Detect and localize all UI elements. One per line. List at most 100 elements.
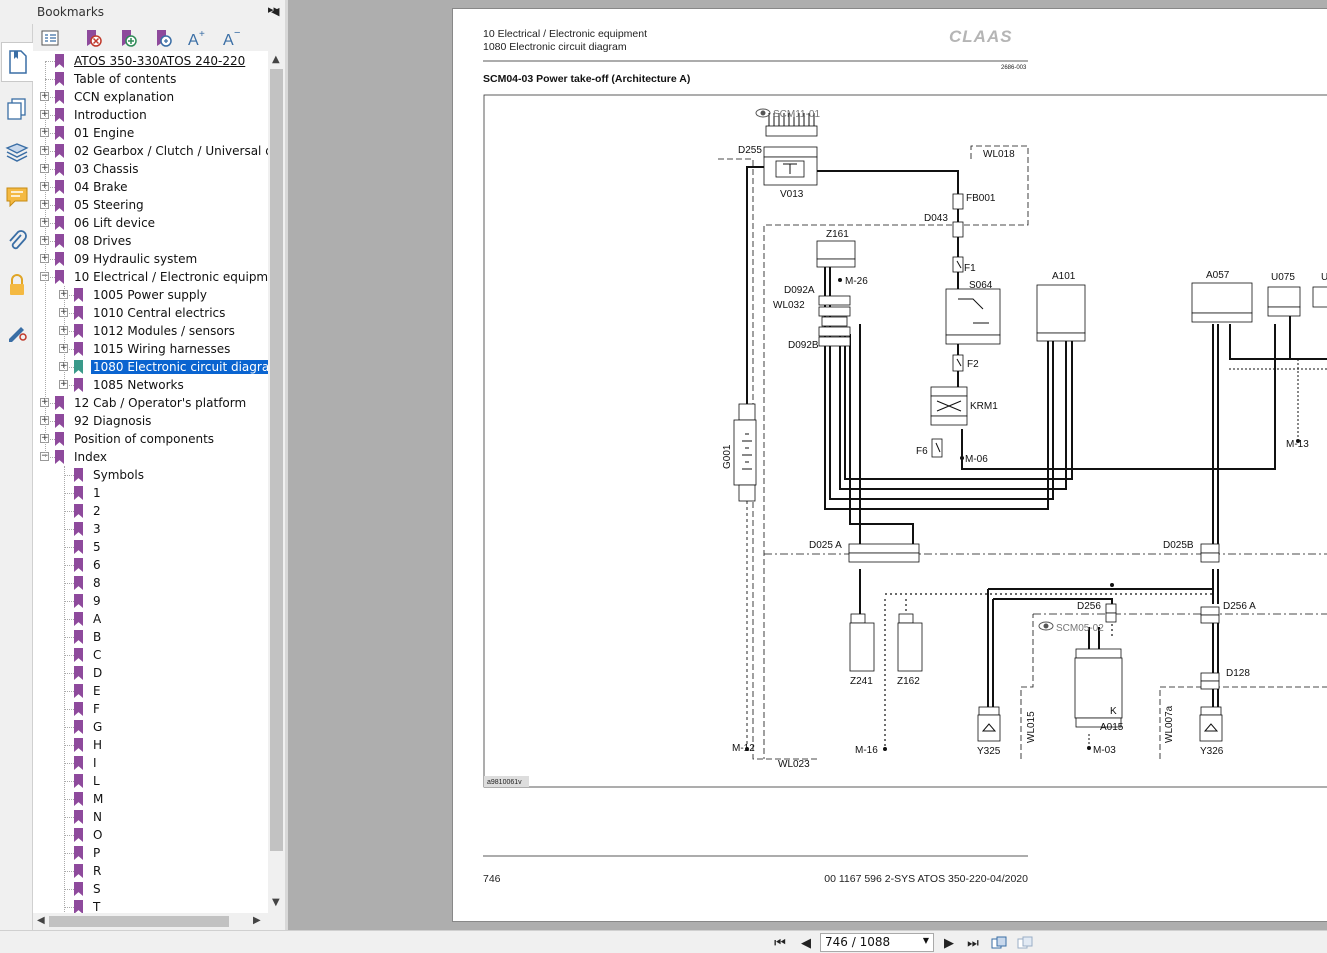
- bookmark-item[interactable]: 06 Lift device: [55, 214, 157, 232]
- bookmark-item[interactable]: M: [74, 790, 105, 808]
- bookmark-item[interactable]: 01 Engine: [55, 124, 136, 142]
- bookmark-item[interactable]: P: [74, 844, 102, 862]
- expand-icon[interactable]: +: [59, 325, 68, 335]
- bookmark-item[interactable]: 92 Diagnosis: [55, 412, 153, 430]
- pages-icon[interactable]: [4, 96, 30, 122]
- bookmark-item[interactable]: Introduction: [55, 106, 149, 124]
- next-page-button[interactable]: ▶: [944, 935, 954, 951]
- bookmark-item[interactable]: 03 Chassis: [55, 160, 141, 178]
- document-viewer[interactable]: 10 Electrical / Electronic equipment 108…: [288, 0, 1327, 930]
- bookmark-item[interactable]: CCN explanation: [55, 88, 176, 106]
- add-bookmark-icon[interactable]: [117, 27, 139, 49]
- bookmark-item[interactable]: Position of components: [55, 430, 216, 448]
- bookmark-item[interactable]: H: [74, 736, 104, 754]
- bookmarks-panel-icon[interactable]: [1, 42, 33, 82]
- page-number-input[interactable]: 746 / 1088 ▼: [820, 933, 934, 952]
- decrease-font-icon[interactable]: A−: [221, 27, 243, 49]
- expand-all-icon[interactable]: [39, 27, 61, 49]
- collapse-panel-icon[interactable]: ◀: [271, 5, 280, 18]
- bookmark-item[interactable]: 9: [74, 592, 103, 610]
- bookmark-item[interactable]: 02 Gearbox / Clutch / Universal driv: [55, 142, 268, 160]
- expand-icon[interactable]: +: [40, 163, 49, 173]
- scroll-thumb[interactable]: [270, 69, 283, 851]
- expand-icon[interactable]: +: [40, 199, 49, 209]
- bookmark-item[interactable]: 6: [74, 556, 103, 574]
- bookmark-item[interactable]: R: [74, 862, 103, 880]
- first-page-button[interactable]: ⏮: [774, 935, 786, 951]
- attachments-icon[interactable]: [4, 228, 30, 254]
- bookmark-vertical-scrollbar[interactable]: ▲ ▼: [268, 51, 285, 913]
- bookmark-item[interactable]: B: [74, 628, 103, 646]
- expand-icon[interactable]: +: [40, 433, 49, 443]
- bookmark-item[interactable]: 04 Brake: [55, 178, 130, 196]
- bookmark-item[interactable]: Table of contents: [55, 70, 178, 88]
- comments-icon[interactable]: [4, 184, 30, 210]
- last-page-button[interactable]: ⏭: [967, 935, 979, 951]
- bookmark-item[interactable]: ATOS 350-330ATOS 240-220: [55, 52, 247, 70]
- bookmark-item[interactable]: 09 Hydraulic system: [55, 250, 199, 268]
- bookmark-icon: [74, 612, 83, 626]
- bookmark-item[interactable]: 2: [74, 502, 103, 520]
- collapse-icon[interactable]: −: [40, 271, 49, 281]
- expand-icon[interactable]: +: [59, 379, 68, 389]
- expand-icon[interactable]: +: [40, 253, 49, 263]
- bookmark-item[interactable]: 1005 Power supply: [74, 286, 209, 304]
- expand-icon[interactable]: +: [40, 127, 49, 137]
- expand-icon[interactable]: +: [59, 361, 68, 371]
- previous-page-button[interactable]: ◀: [801, 935, 811, 951]
- panel-splitter[interactable]: [285, 0, 288, 930]
- signatures-icon[interactable]: [4, 318, 30, 344]
- bookmark-item[interactable]: 8: [74, 574, 103, 592]
- bookmark-item[interactable]: N: [74, 808, 104, 826]
- bookmark-item[interactable]: A: [74, 610, 103, 628]
- scroll-thumb[interactable]: [49, 916, 229, 927]
- bookmark-item[interactable]: 1012 Modules / sensors: [74, 322, 237, 340]
- bookmark-item[interactable]: G: [74, 718, 104, 736]
- expand-icon[interactable]: +: [59, 307, 68, 317]
- layers-icon[interactable]: [4, 140, 30, 166]
- expand-icon[interactable]: +: [40, 415, 49, 425]
- bookmark-item[interactable]: 1: [74, 484, 103, 502]
- bookmark-item[interactable]: 05 Steering: [55, 196, 146, 214]
- next-view-icon[interactable]: [1016, 934, 1034, 952]
- expand-icon[interactable]: +: [40, 217, 49, 227]
- expand-icon[interactable]: +: [59, 343, 68, 353]
- security-icon[interactable]: [4, 272, 30, 298]
- bookmark-properties-icon[interactable]: [152, 27, 174, 49]
- bookmark-item[interactable]: S: [74, 880, 103, 898]
- expand-icon[interactable]: +: [40, 181, 49, 191]
- bookmark-item[interactable]: 3: [74, 520, 103, 538]
- expand-icon[interactable]: +: [40, 145, 49, 155]
- bookmark-item[interactable]: T: [74, 898, 102, 913]
- bookmark-item[interactable]: O: [74, 826, 104, 844]
- increase-font-icon[interactable]: A+: [186, 27, 208, 49]
- bookmark-item[interactable]: F: [74, 700, 102, 718]
- bookmark-item[interactable]: Index: [55, 448, 109, 466]
- bookmark-item[interactable]: 1015 Wiring harnesses: [74, 340, 232, 358]
- bookmark-item[interactable]: E: [74, 682, 103, 700]
- chevron-down-icon[interactable]: ▼: [922, 936, 929, 945]
- expand-icon[interactable]: +: [59, 289, 68, 299]
- bookmark-item[interactable]: C: [74, 646, 103, 664]
- bookmark-item[interactable]: 10 Electrical / Electronic equipment: [55, 268, 268, 286]
- bookmark-item[interactable]: 5: [74, 538, 103, 556]
- expand-icon[interactable]: +: [40, 235, 49, 245]
- bookmark-item[interactable]: D: [74, 664, 104, 682]
- bookmark-horizontal-scrollbar[interactable]: ◀ ▶: [33, 913, 268, 930]
- bookmark-item[interactable]: 12 Cab / Operator's platform: [55, 394, 248, 412]
- bookmark-item[interactable]: L: [74, 772, 102, 790]
- previous-view-icon[interactable]: [990, 934, 1008, 952]
- tree-connector: [64, 385, 74, 386]
- bookmark-item[interactable]: 1010 Central electrics: [74, 304, 227, 322]
- panel-options-icon[interactable]: ▸▸: [267, 3, 279, 16]
- bookmark-item[interactable]: 1080 Electronic circuit diagram: [74, 358, 268, 376]
- expand-icon[interactable]: +: [40, 91, 49, 101]
- bookmark-item[interactable]: 08 Drives: [55, 232, 133, 250]
- expand-icon[interactable]: +: [40, 397, 49, 407]
- collapse-icon[interactable]: −: [40, 451, 49, 461]
- delete-bookmark-icon[interactable]: [82, 27, 104, 49]
- bookmark-item[interactable]: I: [74, 754, 99, 772]
- expand-icon[interactable]: +: [40, 109, 49, 119]
- bookmark-item[interactable]: 1085 Networks: [74, 376, 186, 394]
- bookmark-item[interactable]: Symbols: [74, 466, 146, 484]
